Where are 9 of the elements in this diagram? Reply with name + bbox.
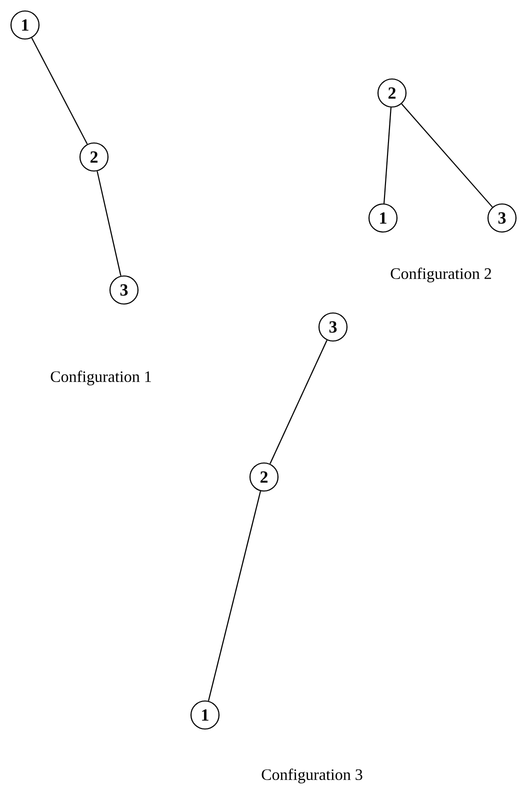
connector-line	[208, 490, 262, 701]
connector-line	[384, 107, 392, 204]
connector-line	[31, 38, 88, 144]
caption: Configuration 2	[390, 268, 492, 282]
connector-line	[401, 104, 493, 208]
connector-line	[96, 171, 122, 276]
caption: Configuration 3	[262, 768, 362, 784]
caption: Configuration 1	[50, 370, 151, 386]
connector-line	[270, 340, 328, 464]
